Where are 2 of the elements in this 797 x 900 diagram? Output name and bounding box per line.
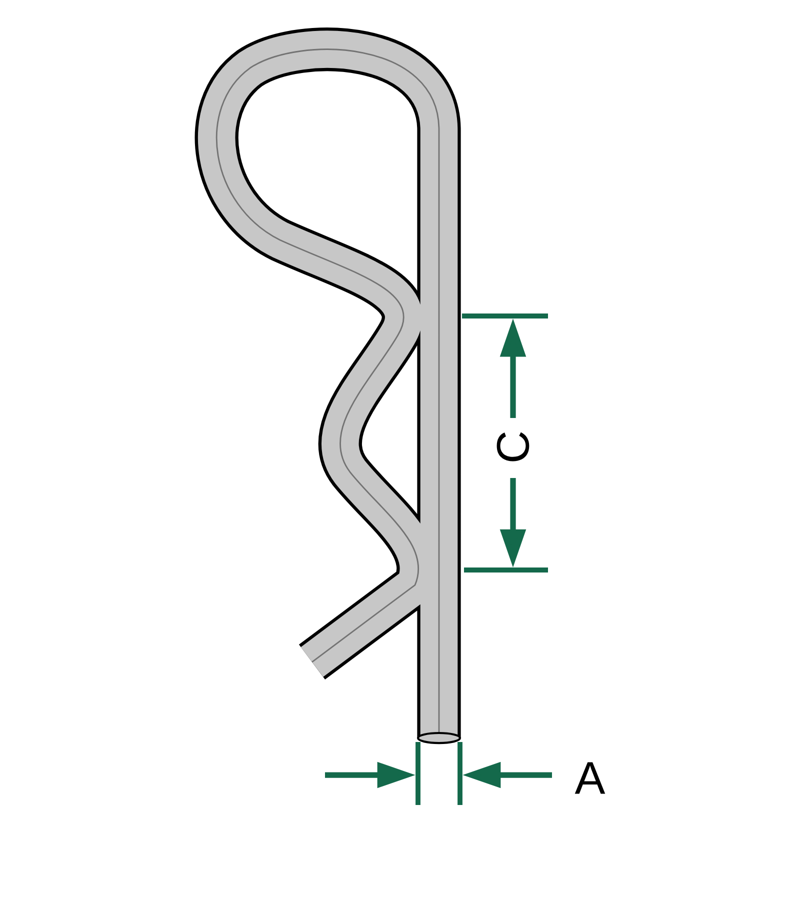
dimension-label: C (496, 432, 530, 462)
dimension-label: A (574, 762, 606, 794)
